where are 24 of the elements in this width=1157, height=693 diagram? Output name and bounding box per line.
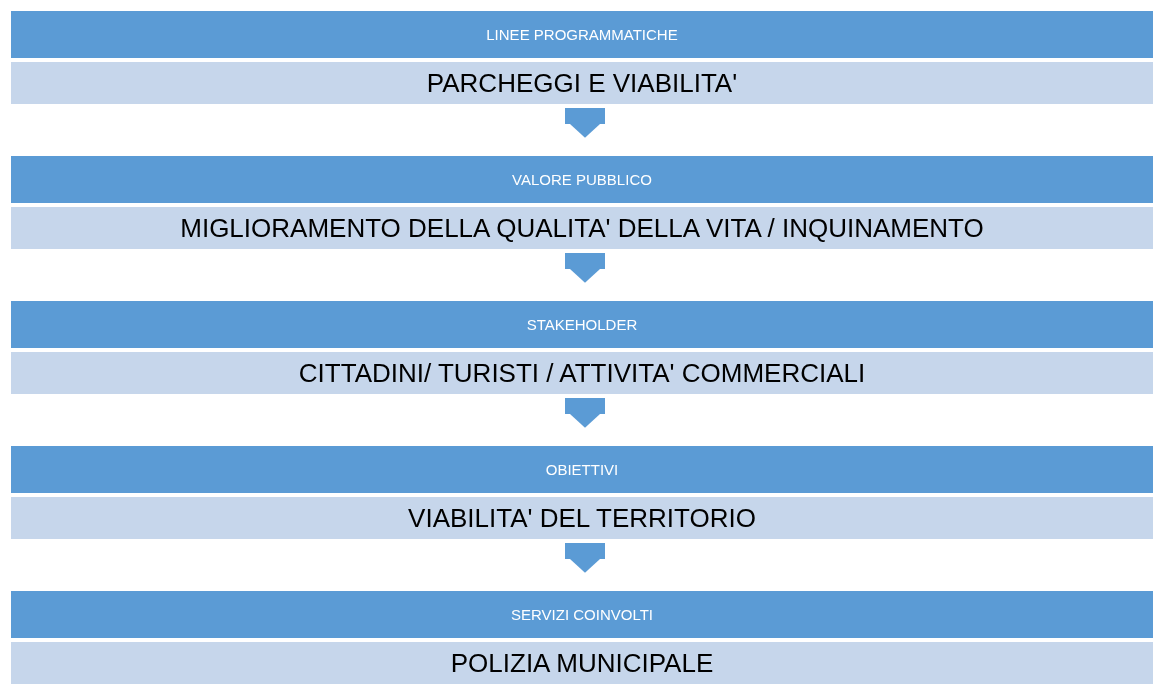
block-arrow	[565, 253, 605, 283]
content-band	[11, 497, 1153, 539]
block-arrow	[565, 108, 605, 138]
section-text: CITTADINI/ TURISTI / ATTIVITA' COMMERCIALI	[298, 357, 866, 389]
section-text: MIGLIORAMENTO DELLA QUALITA' DELLA VITA / INQUINAMENTO	[180, 212, 984, 244]
header-band	[11, 11, 1153, 58]
section-heading: VALORE PUBBLICO	[512, 171, 652, 188]
section-heading: OBIETTIVI	[545, 461, 619, 478]
content-band	[11, 207, 1153, 249]
section-text: VIABILITA' DEL TERRITORIO	[408, 502, 756, 534]
header-band	[11, 301, 1153, 348]
block-arrow	[565, 543, 605, 573]
content-band	[11, 352, 1153, 394]
section-heading: LINEE PROGRAMMATICHE	[486, 26, 678, 43]
section-text: PARCHEGGI E VIABILITA'	[426, 67, 738, 99]
header-band	[11, 591, 1153, 638]
section-heading: SERVIZI COINVOLTI	[511, 606, 653, 623]
content-band	[11, 62, 1153, 104]
section-text: POLIZIA MUNICIPALE	[450, 647, 714, 679]
content-band	[11, 642, 1153, 684]
header-band	[11, 446, 1153, 493]
block-arrow	[565, 398, 605, 428]
header-band	[11, 156, 1153, 203]
section-heading: STAKEHOLDER	[526, 316, 638, 333]
